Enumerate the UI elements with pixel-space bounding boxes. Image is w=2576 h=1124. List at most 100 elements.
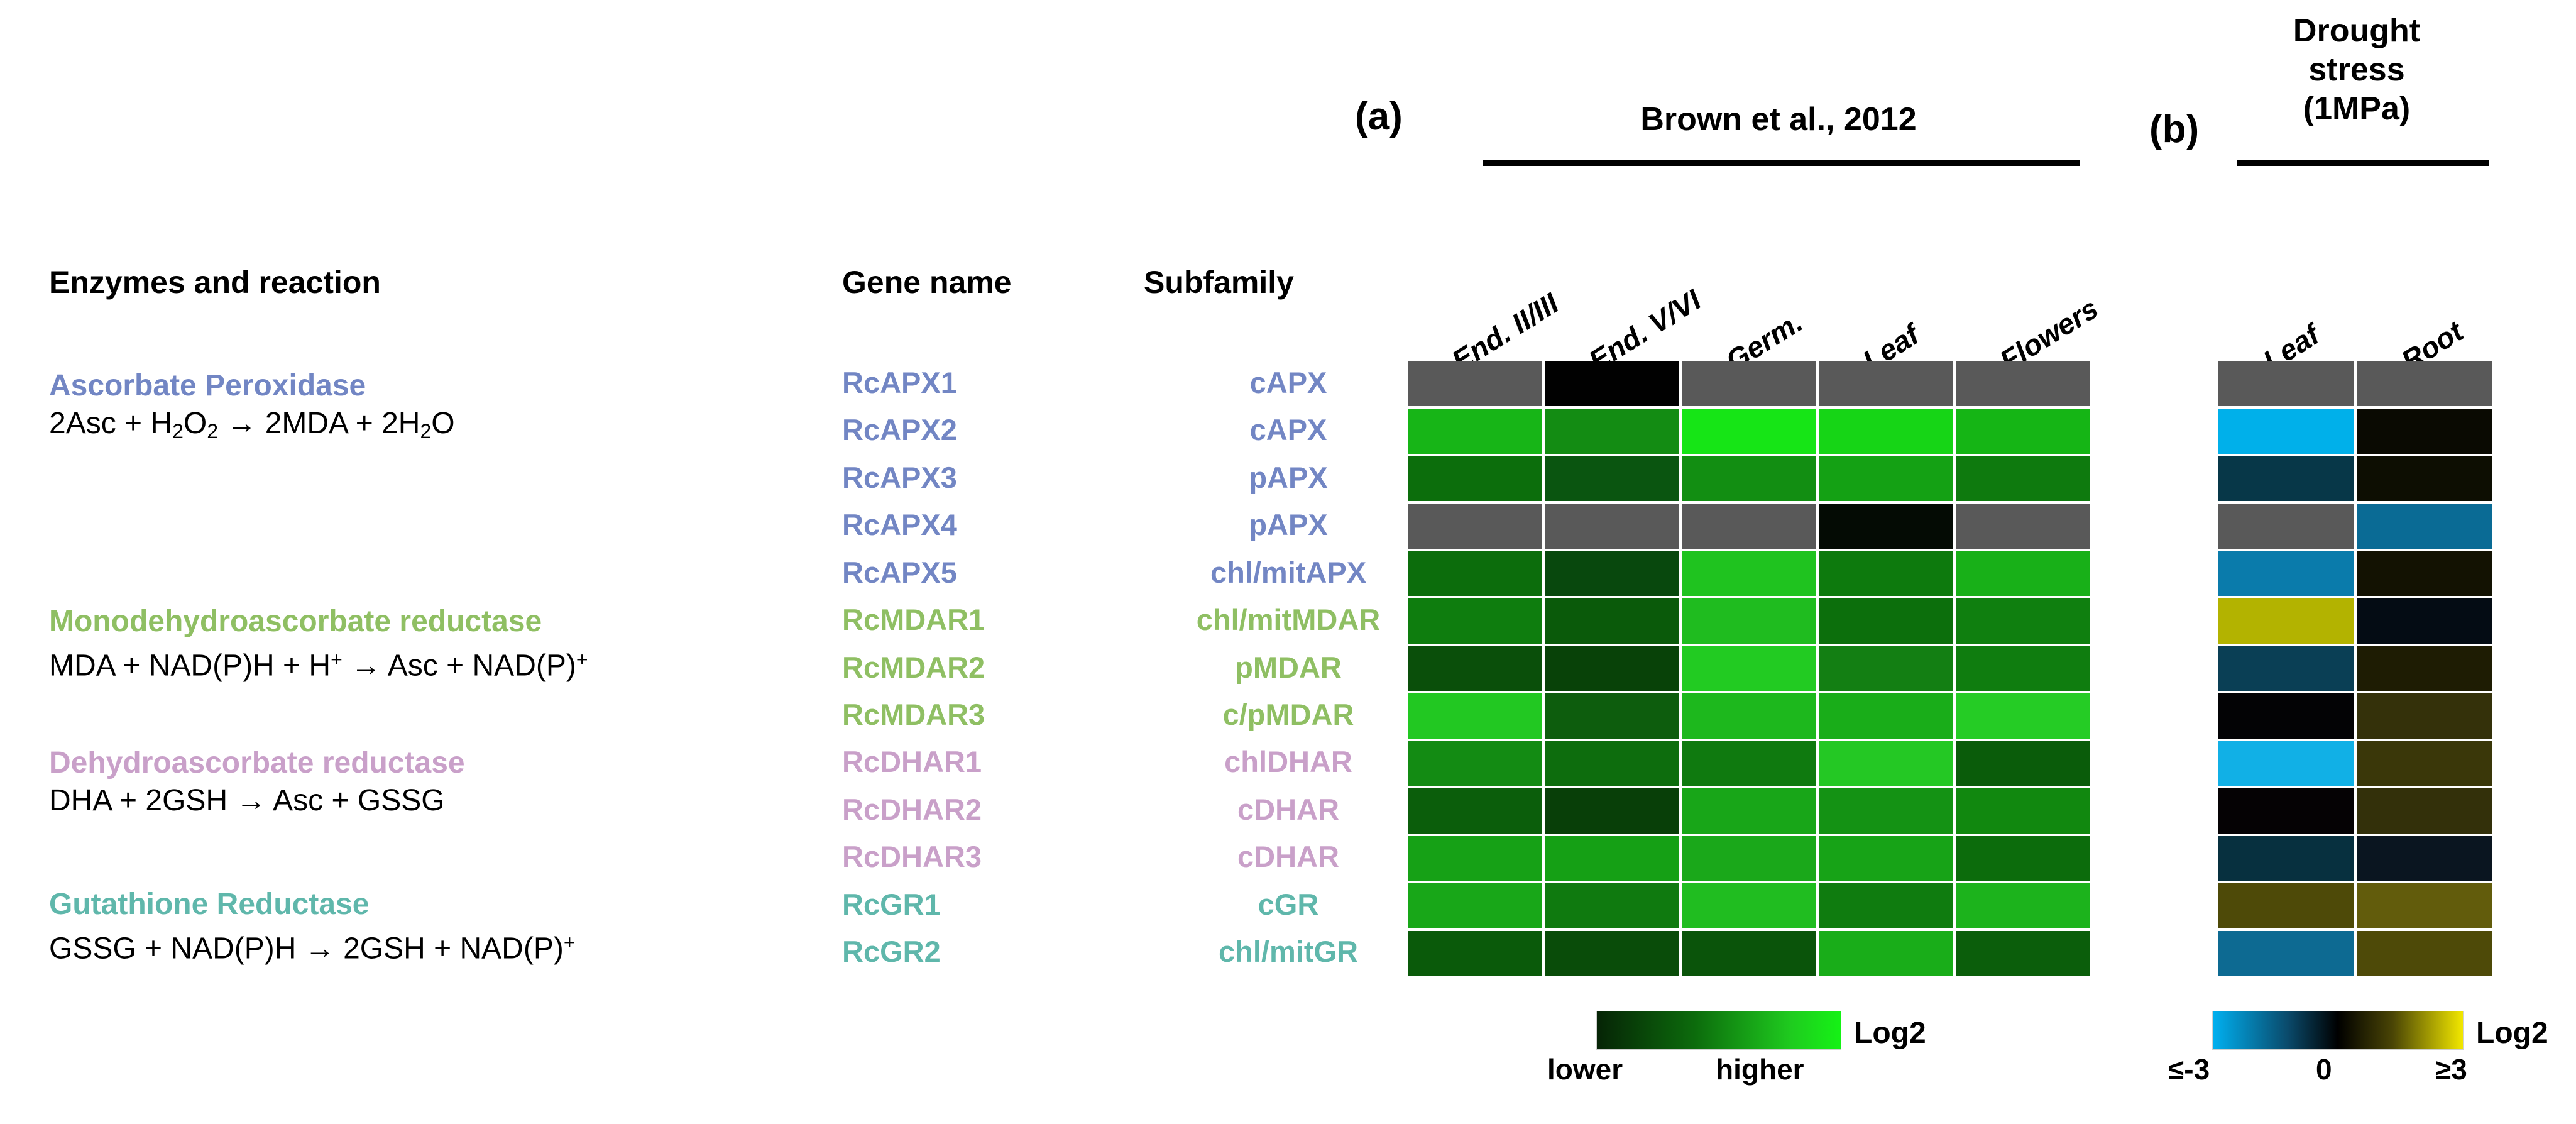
heatmap-cell[interactable] xyxy=(1682,835,1816,881)
heatmap-cell[interactable] xyxy=(1682,504,1816,549)
gene-name-cell: RcMDAR3 xyxy=(842,697,985,731)
heatmap-cell[interactable] xyxy=(2357,456,2492,502)
heatmap-cell[interactable] xyxy=(1408,409,1542,454)
heatmap-cell[interactable] xyxy=(1819,646,1953,691)
heatmap-cell[interactable] xyxy=(1545,456,1679,502)
heatmap-cell[interactable] xyxy=(2357,646,2492,691)
heatmap-cell[interactable] xyxy=(1682,693,1816,739)
heatmap-cell[interactable] xyxy=(2218,693,2354,739)
heatmap-cell[interactable] xyxy=(1408,456,1542,502)
heatmap-cell[interactable] xyxy=(1408,883,1542,928)
heatmap-cell[interactable] xyxy=(2357,741,2492,786)
heatmap-cell[interactable] xyxy=(1408,551,1542,597)
heatmap-cell[interactable] xyxy=(1682,741,1816,786)
heatmap-cell[interactable] xyxy=(1682,883,1816,928)
heatmap-cell[interactable] xyxy=(1819,741,1953,786)
heatmap-cell[interactable] xyxy=(1819,598,1953,644)
heatmap-cell[interactable] xyxy=(1819,788,1953,834)
heatmap-cell[interactable] xyxy=(1819,883,1953,928)
heatmap-cell[interactable] xyxy=(1545,409,1679,454)
heatmap-cell[interactable] xyxy=(1956,883,2090,928)
gene-name-cell: RcGR1 xyxy=(842,887,941,921)
heatmap-cell[interactable] xyxy=(1408,788,1542,834)
legend-b-ticks: ≤-3 0 ≥3 xyxy=(2168,1052,2467,1089)
heatmap-cell[interactable] xyxy=(2218,504,2354,549)
heatmap-cell[interactable] xyxy=(1545,551,1679,597)
heatmap-cell[interactable] xyxy=(2218,598,2354,644)
heatmap-cell[interactable] xyxy=(1545,930,1679,976)
heatmap-cell[interactable] xyxy=(1956,598,2090,644)
heatmap-cell[interactable] xyxy=(2218,741,2354,786)
heatmap-cell[interactable] xyxy=(1408,693,1542,739)
heatmap-cell[interactable] xyxy=(1956,456,2090,502)
heatmap-cell[interactable] xyxy=(2218,646,2354,691)
heatmap-cell[interactable] xyxy=(1819,361,1953,407)
subfamily-cell: chlDHAR xyxy=(1224,745,1352,779)
heatmap-cell[interactable] xyxy=(2218,361,2354,407)
heatmap-cell[interactable] xyxy=(2357,788,2492,834)
heatmap-cell[interactable] xyxy=(2357,835,2492,881)
heatmap-cell[interactable] xyxy=(1682,788,1816,834)
heatmap-cell[interactable] xyxy=(1819,409,1953,454)
heatmap-cell[interactable] xyxy=(1956,741,2090,786)
heatmap-cell[interactable] xyxy=(2357,504,2492,549)
heatmap-cell[interactable] xyxy=(2218,788,2354,834)
heatmap-cell[interactable] xyxy=(1956,409,2090,454)
heatmap-cell[interactable] xyxy=(1545,788,1679,834)
heatmap-cell[interactable] xyxy=(1408,361,1542,407)
heatmap-cell[interactable] xyxy=(1545,504,1679,549)
heatmap-cell[interactable] xyxy=(2357,409,2492,454)
heatmap-cell[interactable] xyxy=(2357,361,2492,407)
heatmap-cell[interactable] xyxy=(2218,456,2354,502)
heatmap-cell[interactable] xyxy=(1545,835,1679,881)
panel-a-title: Brown et al., 2012 xyxy=(1640,101,1917,138)
heatmap-cell[interactable] xyxy=(1956,930,2090,976)
heatmap-cell[interactable] xyxy=(2218,551,2354,597)
heatmap-cell[interactable] xyxy=(2357,551,2492,597)
heatmap-cell[interactable] xyxy=(2357,930,2492,976)
heatmap-cell[interactable] xyxy=(1819,504,1953,549)
heatmap-cell[interactable] xyxy=(1408,646,1542,691)
heatmap-cell[interactable] xyxy=(1956,835,2090,881)
heatmap-cell[interactable] xyxy=(1408,598,1542,644)
heatmap-cell[interactable] xyxy=(1682,456,1816,502)
heatmap-cell[interactable] xyxy=(2218,409,2354,454)
heatmap-cell[interactable] xyxy=(1819,930,1953,976)
heatmap-cell[interactable] xyxy=(2218,835,2354,881)
subfamily-cell: cDHAR xyxy=(1237,792,1339,826)
heatmap-panel-b[interactable] xyxy=(2218,361,2492,976)
heatmap-cell[interactable] xyxy=(1545,361,1679,407)
heatmap-cell[interactable] xyxy=(2357,693,2492,739)
heatmap-cell[interactable] xyxy=(1545,883,1679,928)
heatmap-cell[interactable] xyxy=(1682,930,1816,976)
heatmap-cell[interactable] xyxy=(1408,930,1542,976)
heatmap-cell[interactable] xyxy=(1545,598,1679,644)
panel-b-letter: (b) xyxy=(2149,107,2200,151)
heatmap-cell[interactable] xyxy=(1545,693,1679,739)
heatmap-cell[interactable] xyxy=(1682,409,1816,454)
heatmap-cell[interactable] xyxy=(2218,883,2354,928)
heatmap-cell[interactable] xyxy=(1819,835,1953,881)
heatmap-cell[interactable] xyxy=(1682,598,1816,644)
heatmap-panel-a[interactable] xyxy=(1408,361,2090,976)
heatmap-cell[interactable] xyxy=(2218,930,2354,976)
heatmap-cell[interactable] xyxy=(1408,504,1542,549)
heatmap-cell[interactable] xyxy=(1956,646,2090,691)
heatmap-cell[interactable] xyxy=(1545,741,1679,786)
heatmap-cell[interactable] xyxy=(2357,883,2492,928)
heatmap-cell[interactable] xyxy=(1408,741,1542,786)
heatmap-cell[interactable] xyxy=(1682,646,1816,691)
heatmap-cell[interactable] xyxy=(1682,551,1816,597)
heatmap-cell[interactable] xyxy=(1956,693,2090,739)
heatmap-cell[interactable] xyxy=(1819,693,1953,739)
heatmap-cell[interactable] xyxy=(1819,456,1953,502)
heatmap-cell[interactable] xyxy=(1408,835,1542,881)
heatmap-cell[interactable] xyxy=(1956,788,2090,834)
heatmap-cell[interactable] xyxy=(1819,551,1953,597)
heatmap-cell[interactable] xyxy=(1956,361,2090,407)
heatmap-cell[interactable] xyxy=(1956,551,2090,597)
heatmap-cell[interactable] xyxy=(1956,504,2090,549)
heatmap-cell[interactable] xyxy=(2357,598,2492,644)
heatmap-cell[interactable] xyxy=(1545,646,1679,691)
heatmap-cell[interactable] xyxy=(1682,361,1816,407)
